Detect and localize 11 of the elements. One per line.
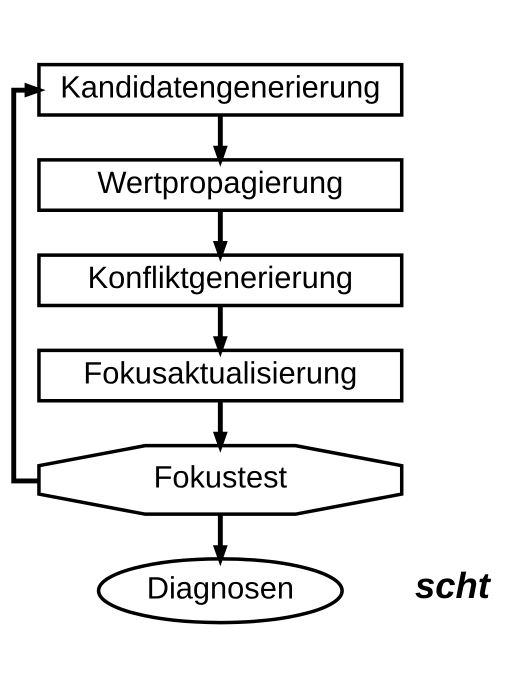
label: scht [415,565,490,606]
arrow [212,115,228,167]
arrow [212,514,228,566]
node-ellipse: Diagnosen [96,557,344,624]
arrow [212,306,228,358]
arrow [212,400,228,453]
arrow [212,210,228,262]
node-box: Fokusaktualisierung [37,348,404,402]
node-box: Kandidatengenerierung [37,62,404,117]
node-box: Wertpropagierung [37,158,404,212]
node-box: Konfliktgenerierung [37,253,404,308]
